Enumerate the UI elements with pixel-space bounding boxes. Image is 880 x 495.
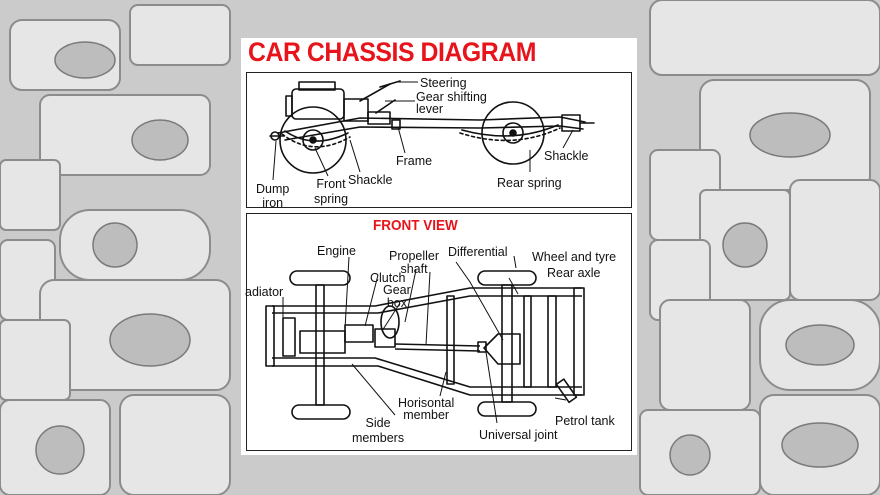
label-universal-joint: Universal joint [479,428,558,442]
label-gear-shifting-lever: Gear shifting lever [416,90,487,116]
label-side-members: Side members [352,416,405,445]
label-horisontal-member: Horisontal member [398,396,455,422]
label-steering: Steering [420,76,467,90]
label-rear-spring: Rear spring [497,176,562,190]
front-view-heading: FRONT VIEW [373,217,458,234]
diagram-title: CAR CHASSIS DIAGRAM [248,37,536,67]
label-engine: Engine [317,244,356,258]
label-shackle-front: Shackle [348,173,393,187]
side-view-panel [246,72,632,208]
label-wheel-and-tyre: Wheel and tyre [532,250,617,264]
label-petrol-tank: Petrol tank [555,414,615,428]
label-front-spring: Front spring [314,177,349,206]
label-frame: Frame [396,154,433,168]
front-view-panel [246,213,632,451]
label-propeller-shaft: Propeller shaft [389,249,440,276]
label-clutch: Clutch [370,271,406,285]
label-dump-iron: Dump iron [256,182,290,210]
label-gear-box: Gear box [383,283,411,310]
label-rear-axle: Rear axle [547,266,601,280]
label-radiator: adiator [245,285,284,299]
label-shackle-rear: Shackle [544,149,589,163]
label-differential: Differential [448,245,508,259]
